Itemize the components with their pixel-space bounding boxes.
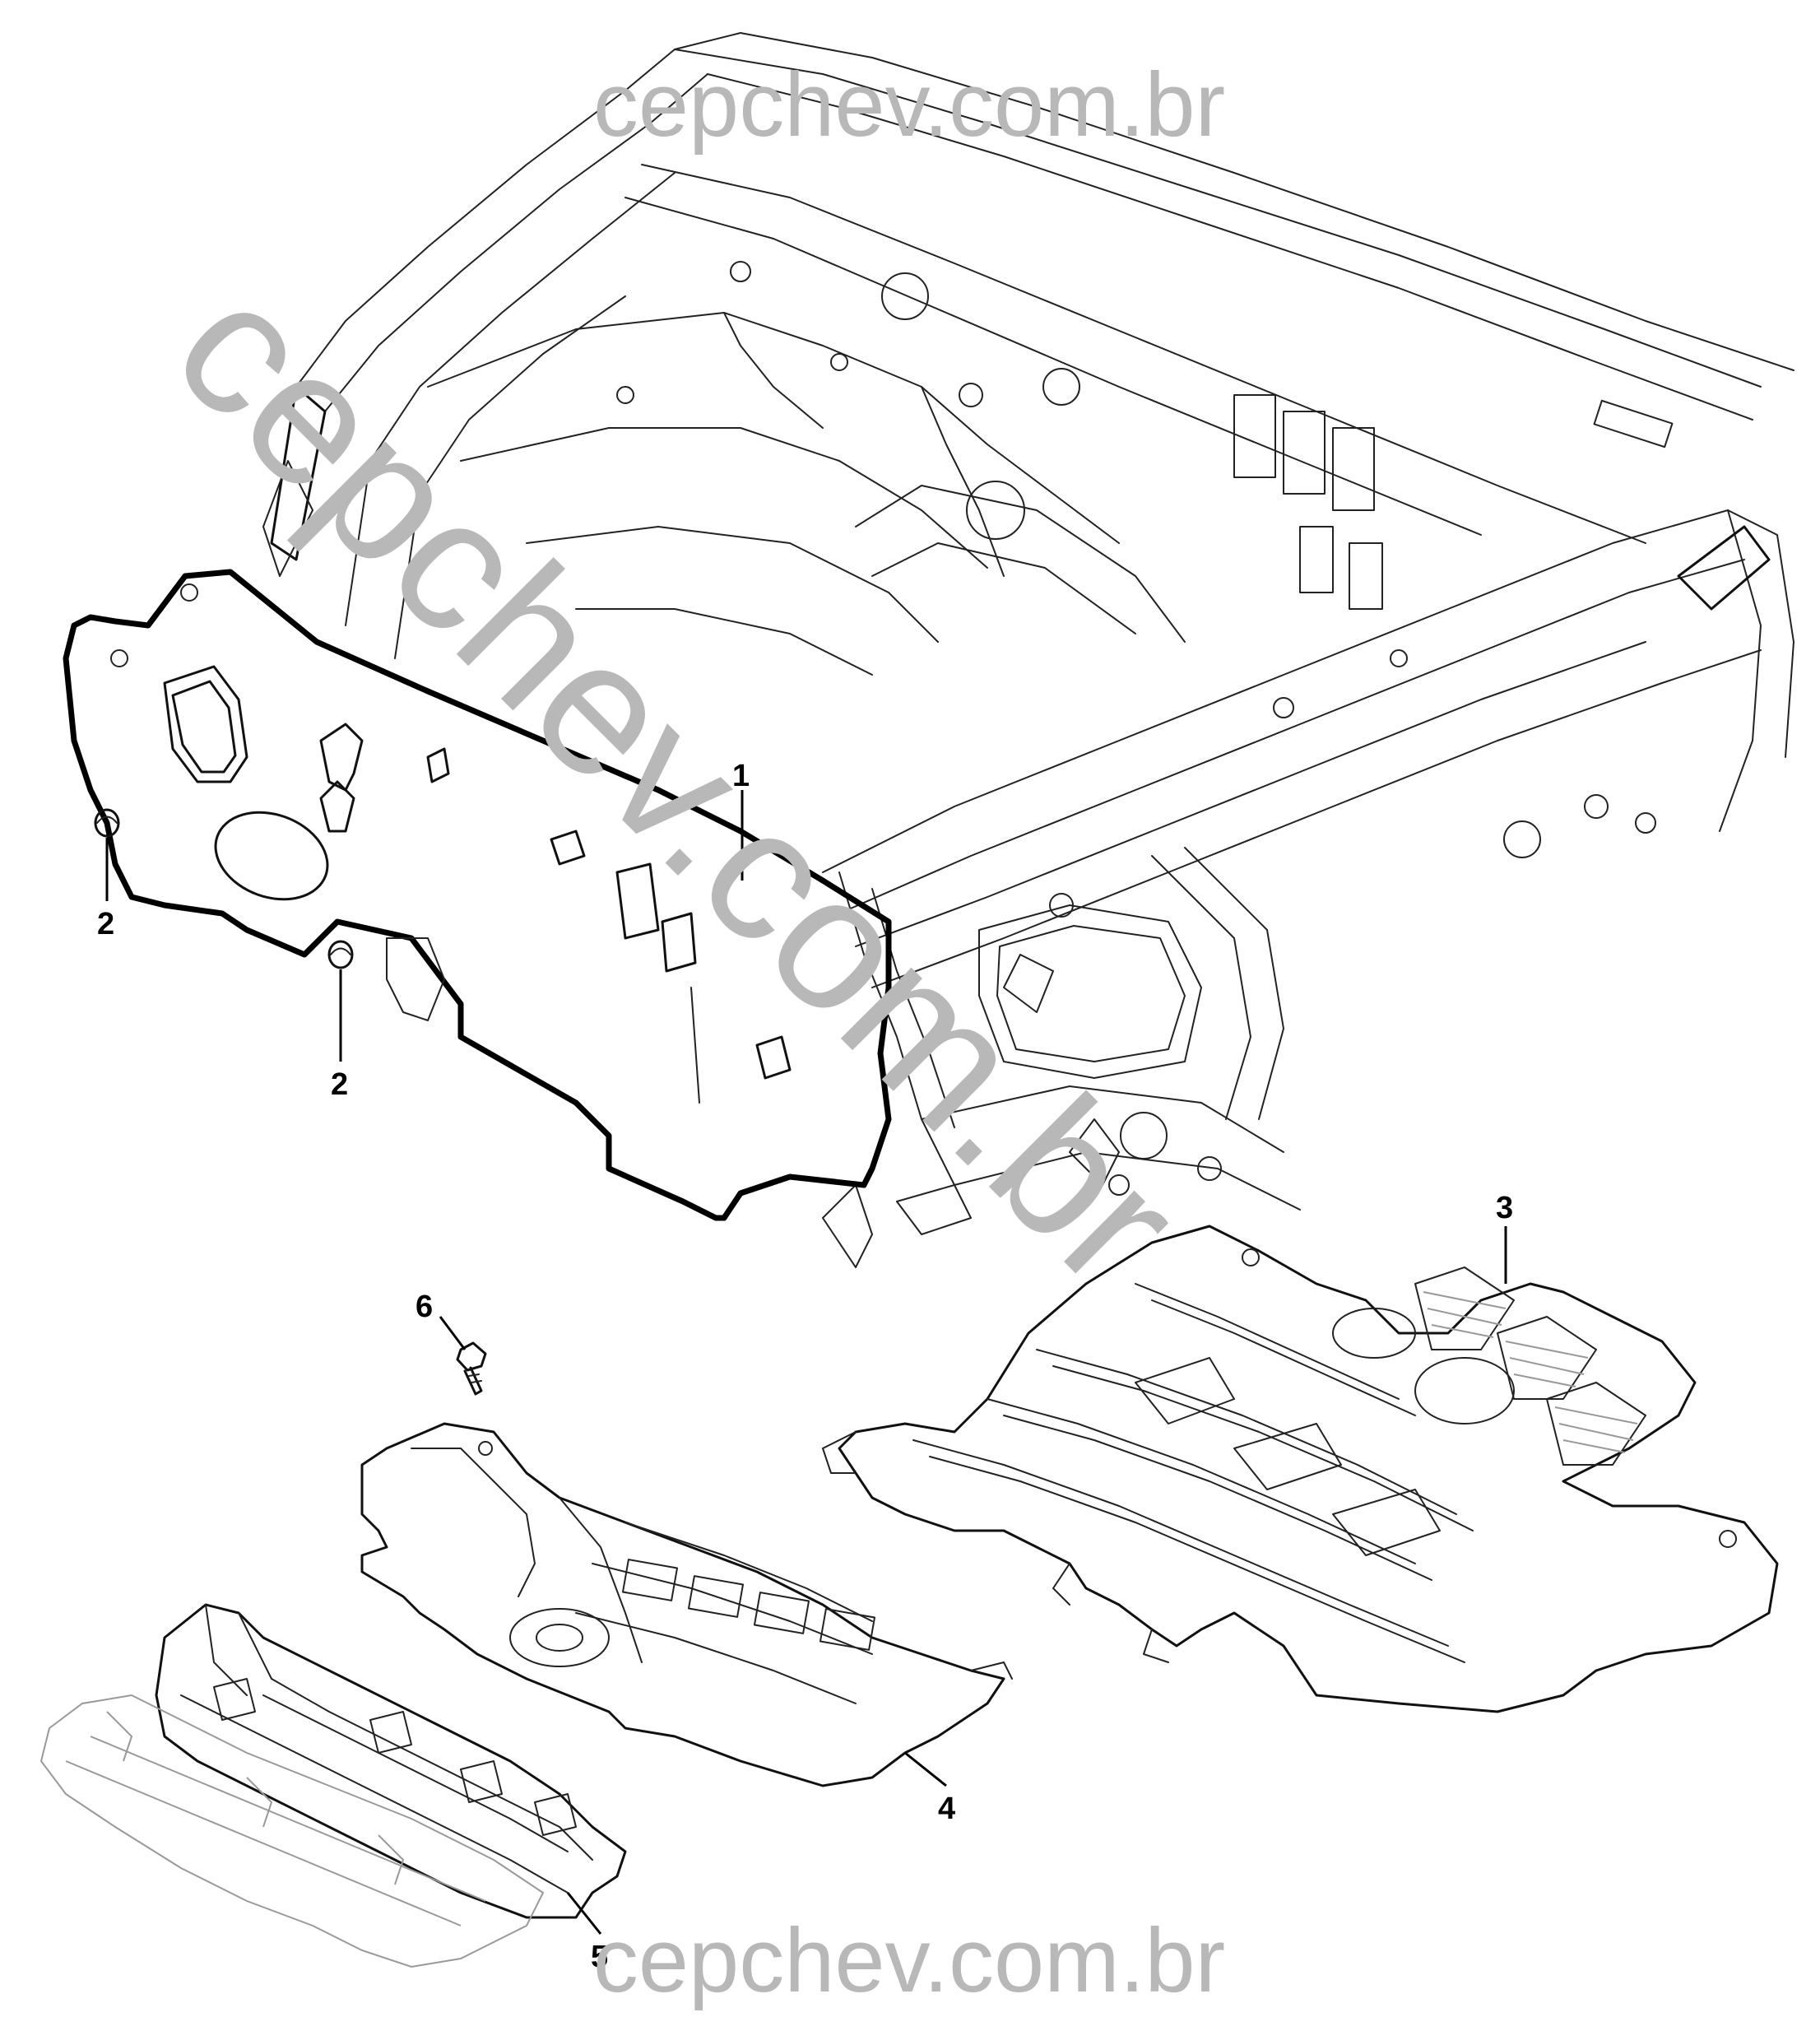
callout-2-lower: 2 <box>331 1067 348 1102</box>
callout-3: 3 <box>1496 1191 1513 1225</box>
body-structure <box>262 32 1794 1268</box>
part-3-splash-shield <box>822 1225 1779 1713</box>
watermarks: cepchev.com.br cepchev.com.br cepchev.co… <box>136 54 1225 2011</box>
watermark-bottom: cepchev.com.br <box>593 1910 1225 2011</box>
callout-6: 6 <box>416 1290 433 1324</box>
part-4-center-shield <box>360 1422 1013 1787</box>
callout-1: 1 <box>732 759 750 793</box>
callout-2-upper: 2 <box>97 907 114 941</box>
part-6-bolt <box>456 1341 487 1396</box>
part-2-grommets <box>94 808 354 969</box>
watermark-top: cepchev.com.br <box>593 54 1225 156</box>
callout-4: 4 <box>938 1792 955 1826</box>
part-5-front-lower-shield <box>39 1603 627 1968</box>
callout-labels: 1 2 2 3 4 5 6 <box>97 759 1513 1974</box>
part-1-dash-insulator <box>63 569 892 1221</box>
callout-leaders <box>105 790 1507 1935</box>
callout-5: 5 <box>591 1940 608 1974</box>
